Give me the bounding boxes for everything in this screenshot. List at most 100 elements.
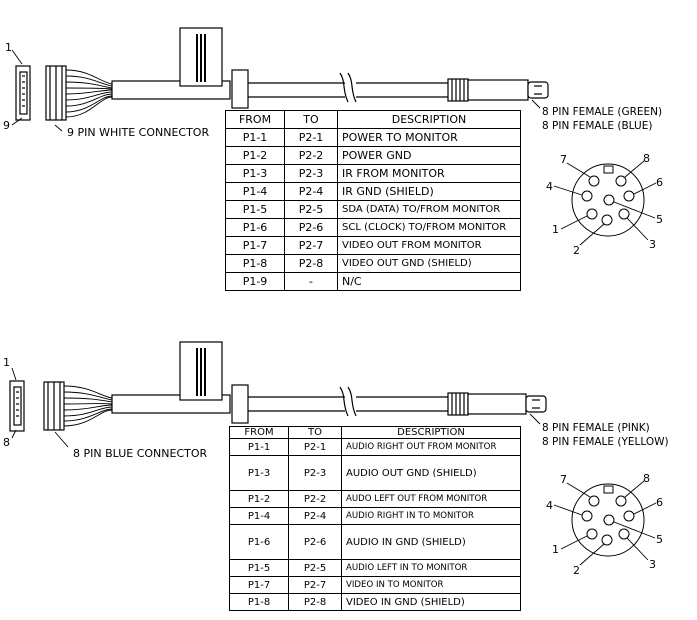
cell-from: P1-2: [229, 490, 289, 508]
cell-description: AUDIO LEFT IN TO MONITOR: [341, 559, 521, 577]
cell-description: VIDEO IN GND (SHIELD): [341, 593, 521, 611]
cell-to: P2-5: [288, 559, 342, 577]
cell-from: P1-6: [225, 218, 285, 237]
cell-from: P1-5: [225, 200, 285, 219]
cell-to: P2-4: [288, 507, 342, 525]
bottom-wire-fan: [63, 385, 113, 427]
cell-from: P1-4: [225, 182, 285, 201]
header-to: TO: [284, 110, 338, 129]
cell-description: IR GND (SHIELD): [337, 182, 521, 201]
cell-from: P1-9: [225, 272, 285, 291]
cell-from: P1-3: [229, 455, 289, 491]
table-header-row: FROM TO DESCRIPTION: [229, 426, 521, 439]
cell-description: VIDEO OUT FROM MONITOR: [337, 236, 521, 255]
header-from: FROM: [225, 110, 285, 129]
top-connector-label: 9 PIN WHITE CONNECTOR: [67, 126, 209, 139]
cell-to: P2-2: [288, 490, 342, 508]
header-from: FROM: [229, 426, 289, 439]
table-row: P1-9-N/C: [225, 272, 521, 291]
cell-to: P2-7: [288, 576, 342, 594]
bottom-female-label-1: 8 PIN FEMALE (PINK): [542, 422, 650, 434]
cell-to: P2-7: [284, 236, 338, 255]
cell-from: P1-8: [225, 254, 285, 273]
cell-from: P1-3: [225, 164, 285, 183]
cell-from: P1-7: [225, 236, 285, 255]
cell-description: VIDEO OUT GND (SHIELD): [337, 254, 521, 273]
cell-from: P1-7: [229, 576, 289, 594]
cell-description: POWER GND: [337, 146, 521, 165]
cell-description: POWER TO MONITOR: [337, 128, 521, 147]
bottom-female-label-2: 8 PIN FEMALE (YELLOW): [542, 436, 669, 448]
bottom-cable-assembly: [9, 341, 547, 448]
cell-to: P2-5: [284, 200, 338, 219]
bottom-mini-din-plug: [447, 392, 547, 416]
top-pinout-number-4: 4: [546, 180, 553, 193]
cell-to: P2-8: [284, 254, 338, 273]
top-pinout-number-6: 6: [656, 176, 663, 189]
top-pinout-number-1: 1: [552, 223, 559, 236]
cell-description: AUDIO RIGHT OUT FROM MONITOR: [341, 438, 521, 456]
cell-to: P2-1: [288, 438, 342, 456]
top-ferrite: [231, 69, 249, 109]
bottom-8-pin-plug: [9, 380, 65, 432]
bottom-pinout-numbers: 7 8 4 6 5 1 2 3: [546, 472, 663, 577]
top-mini-din-plug: [447, 78, 549, 102]
cell-to: -: [284, 272, 338, 291]
cell-description: AUDIO OUT GND (SHIELD): [341, 455, 521, 491]
top-cable-assembly: [11, 27, 549, 132]
cell-from: P1-6: [229, 524, 289, 560]
cell-to: P2-3: [288, 455, 342, 491]
top-pinout-diagram: [553, 160, 657, 246]
bottom-pinout-number-6: 6: [656, 496, 663, 509]
top-9-pin-plug: [15, 65, 67, 121]
cell-description: SDA (DATA) TO/FROM MONITOR: [337, 200, 521, 219]
bottom-pinout-number-1: 1: [552, 543, 559, 556]
table-header-row: FROM TO DESCRIPTION: [225, 110, 521, 129]
top-cable-tag: [179, 27, 223, 87]
bottom-pin-mark-1: 1: [3, 356, 10, 369]
top-pinout-number-5: 5: [656, 213, 663, 226]
bottom-pinout-number-4: 4: [546, 499, 553, 512]
top-wire-fan: [65, 69, 113, 118]
header-description: DESCRIPTION: [337, 110, 521, 129]
top-female-label-1: 8 PIN FEMALE (GREEN): [542, 106, 662, 118]
cell-description: N/C: [337, 272, 521, 291]
cell-to: P2-6: [284, 218, 338, 237]
cell-from: P1-2: [225, 146, 285, 165]
header-description: DESCRIPTION: [341, 426, 521, 439]
cell-to: P2-1: [284, 128, 338, 147]
cell-from: P1-1: [229, 438, 289, 456]
cell-from: P1-4: [229, 507, 289, 525]
top-pinout-number-3: 3: [649, 238, 656, 251]
top-pinout-number-2: 2: [573, 244, 580, 257]
header-to: TO: [288, 426, 342, 439]
cell-to: P2-6: [288, 524, 342, 560]
top-pinout-number-7: 7: [560, 153, 567, 166]
cell-to: P2-2: [284, 146, 338, 165]
cell-description: IR FROM MONITOR: [337, 164, 521, 183]
bottom-pinout-number-5: 5: [656, 533, 663, 546]
bottom-pinout-number-7: 7: [560, 473, 567, 486]
bottom-cable-tag: [179, 341, 223, 401]
top-pinout-number-8: 8: [643, 152, 650, 165]
cell-from: P1-1: [225, 128, 285, 147]
bottom-ferrite: [231, 384, 249, 424]
top-female-label-2: 8 PIN FEMALE (BLUE): [542, 120, 652, 132]
top-pin-mark-9: 9: [3, 119, 10, 132]
cell-to: P2-4: [284, 182, 338, 201]
